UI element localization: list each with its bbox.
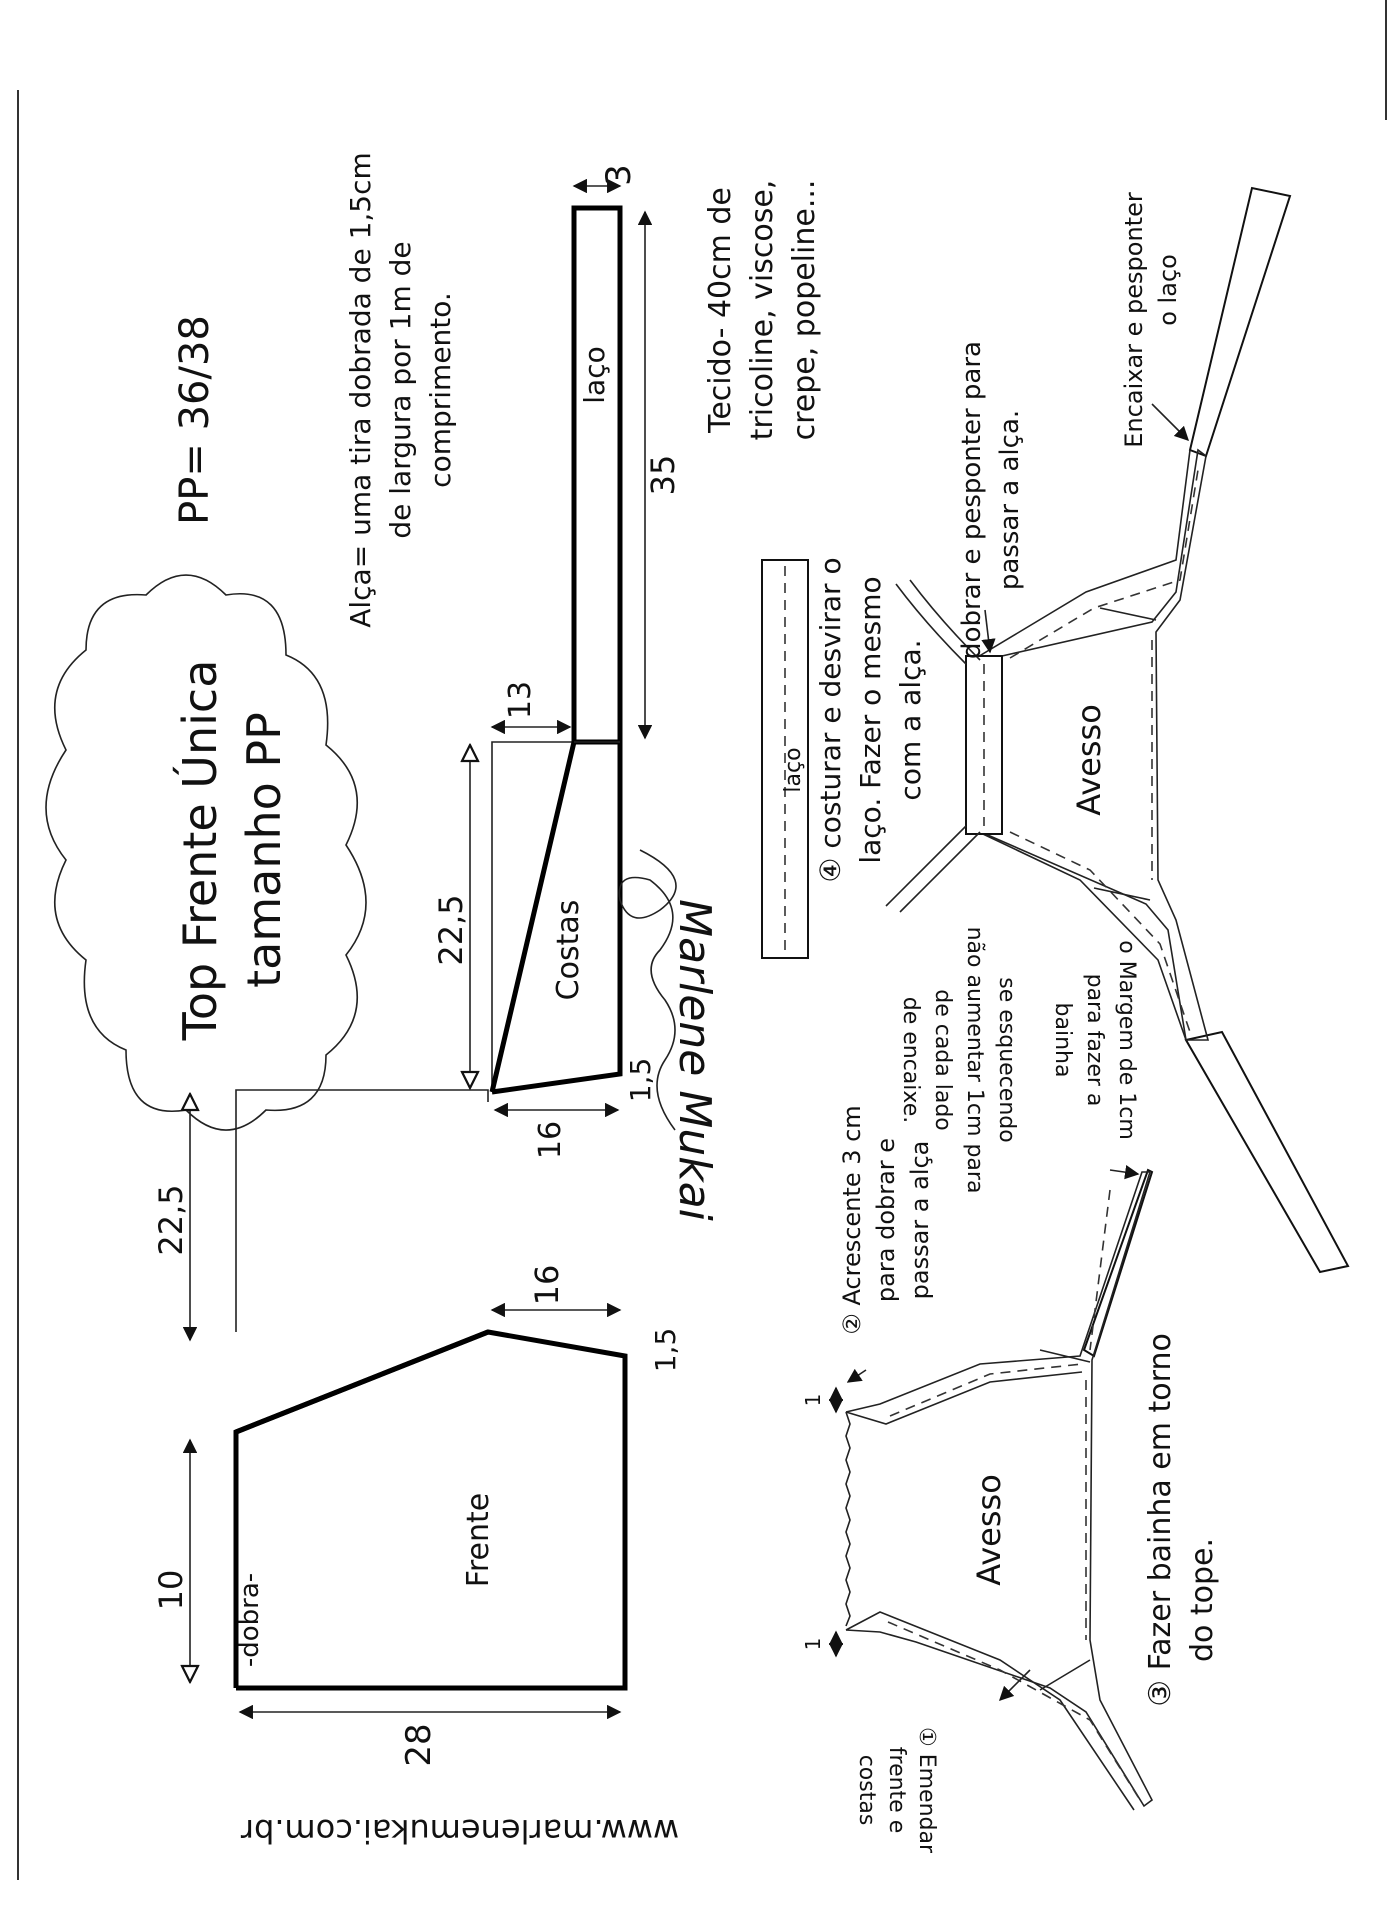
title-line-2: tamanho PP	[237, 712, 291, 988]
step4-strip-label: laço	[781, 747, 806, 792]
step3-line-1: ③ Fazer bainha em torno	[1143, 1333, 1178, 1707]
margin-line-3: bainha	[1050, 1003, 1075, 1078]
frente-piece: Frente -dobra- 22,5 10 16 1,5 28	[152, 1089, 682, 1767]
frente-dim-16: 16	[528, 1265, 566, 1306]
step2-note: ② Acrescente 3 cm para dobrar e passar a…	[838, 1105, 934, 1334]
step2-line-2: para dobrar e	[872, 1138, 900, 1302]
strap-note: Alça= uma tira dobrada de 1,5cm de largu…	[344, 152, 457, 628]
website-text: www.marlenemukai.com.br	[240, 1812, 679, 1850]
costas-dim-225: 22,5	[432, 894, 470, 965]
note-dobrar-line-1: dobrar e pesponter para	[957, 341, 987, 659]
frente-dim-10: 10	[152, 1570, 190, 1611]
bottom-dim-1b: 1	[801, 1638, 825, 1651]
frente-dim-225: 22,5	[152, 1184, 190, 1255]
strap-note-line-1: Alça= uma tira dobrada de 1,5cm	[344, 152, 377, 628]
step2-cont-note: se esquecendo não aumentar 1cm para de c…	[898, 927, 1019, 1194]
step1-note: ① Emendar frente e costas	[854, 1727, 939, 1854]
step1-line-3: costas	[854, 1755, 879, 1826]
step4-line-2: laço. Fazer o mesmo	[854, 576, 887, 863]
title-cloud: Top Frente Única tamanho PP	[45, 574, 367, 1131]
step2-line-1: ② Acrescente 3 cm	[838, 1105, 866, 1334]
costas-dim-13: 13	[503, 681, 538, 719]
signature: Marlene Mukai	[618, 849, 720, 1222]
fabric-note-line-2: tricoline, viscose,	[745, 180, 780, 441]
step2-line-5: não aumentar 1cm para	[962, 927, 987, 1194]
costas-dim-15: 1,5	[624, 1058, 657, 1103]
fabric-note-line-1: Tecido- 40cm de	[703, 187, 738, 434]
costas-label: Costas	[551, 900, 586, 1001]
fabric-note: Tecido- 40cm de tricoline, viscose, crep…	[703, 180, 822, 441]
bottom-dim-1a: 1	[801, 1394, 825, 1407]
note-dobrar-line-2: passar a alça.	[995, 410, 1025, 590]
step3-note: ③ Fazer bainha em torno do tope.	[1143, 1333, 1220, 1707]
assembled-bottom-label: Avesso	[970, 1474, 1008, 1586]
step4-strip: laço	[761, 559, 809, 959]
step1-line-2: frente e	[884, 1747, 909, 1833]
margin-line-1: o Margem de 1cm	[1114, 940, 1139, 1140]
frente-dim-28: 28	[399, 1723, 439, 1766]
frente-label: Frente	[461, 1493, 496, 1587]
frente-fold-label: -dobra-	[235, 1573, 265, 1667]
step2-line-7: de encaixe.	[898, 997, 923, 1124]
laco-label: laço	[578, 346, 611, 403]
laco-dim-35: 35	[644, 455, 682, 496]
step2-line-6: de cada lado	[930, 989, 955, 1131]
step4-note: ④ costurar e desvirar o laço. Fazer o me…	[814, 557, 927, 882]
laco-dim-3: 3	[599, 164, 639, 186]
fabric-note-line-3: crepe, popeline...	[787, 180, 822, 441]
assembled-bottom: 1 1 Avesso ② Acrescente 3 cm para dobrar…	[801, 927, 1220, 1854]
step2-line-3: passar a alça	[906, 1141, 934, 1300]
zigzag-edge	[845, 1411, 851, 1627]
frente-dim-15: 1,5	[649, 1328, 682, 1373]
costas-dim-16: 16	[533, 1121, 568, 1159]
signature-text: Marlene Mukai	[669, 899, 720, 1222]
strap-note-line-2: de largura por 1m de	[384, 241, 417, 538]
note-encaixar: Encaixar e pesponter o laço	[1120, 192, 1182, 448]
note-encaixar-line-2: o laço	[1154, 254, 1182, 326]
margin-line-2: para fazer a	[1082, 974, 1107, 1107]
step4-line-3: com a alça.	[894, 639, 927, 800]
strap-note-line-3: comprimento.	[424, 292, 457, 488]
note-encaixar-line-1: Encaixar e pesponter	[1120, 192, 1148, 448]
assembled-top: Avesso dobrar e pesponter para passar a …	[885, 186, 1350, 1274]
step3-line-2: do tope.	[1185, 1538, 1220, 1662]
step2-line-4: se esquecendo	[994, 977, 1019, 1142]
size-label: PP= 36/38	[172, 315, 218, 525]
costas-piece: Costas laço 22,5 13 16 1,5 3 35	[432, 164, 682, 1159]
assembled-top-label: Avesso	[1070, 704, 1108, 816]
note-dobrar: dobrar e pesponter para passar a alça.	[957, 341, 1025, 659]
title-line-1: Top Frente Única	[173, 660, 227, 1042]
step4-line-1: ④ costurar e desvirar o	[814, 557, 847, 882]
step1-line-1: ① Emendar	[914, 1727, 939, 1854]
margin-note: o Margem de 1cm para fazer a bainha	[1050, 940, 1139, 1140]
